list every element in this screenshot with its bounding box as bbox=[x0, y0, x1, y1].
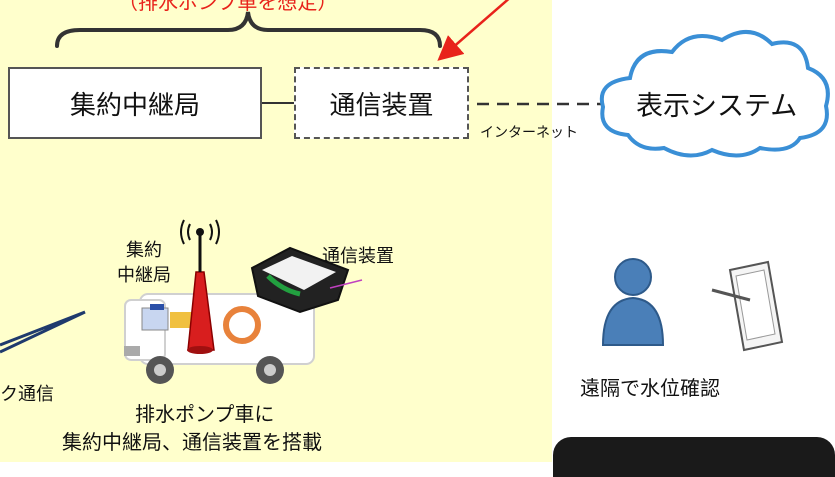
pump-truck-illustration bbox=[124, 219, 363, 384]
vehicle-comm-label: 通信装置 bbox=[322, 246, 394, 267]
remote-check-label: 遠隔で水位確認 bbox=[580, 376, 720, 400]
vehicle-caption-1: 排水ポンプ車に bbox=[135, 402, 275, 426]
grouping-brace bbox=[55, 11, 442, 48]
radio-comm-label: ク通信 bbox=[0, 384, 54, 405]
display-system-label: 表示システム bbox=[636, 91, 798, 122]
radio-link bbox=[0, 310, 86, 354]
vehicle-relay-label-2: 中継局 bbox=[117, 265, 171, 286]
box-connector bbox=[262, 102, 294, 104]
display-device bbox=[553, 437, 835, 477]
internet-label: インターネット bbox=[480, 125, 578, 141]
top-note: （排水ポンプ車を想定） bbox=[118, 0, 338, 14]
relay-station-label: 集約中継局 bbox=[69, 90, 200, 121]
tablet-icon bbox=[711, 260, 784, 352]
red-arrow bbox=[437, 0, 510, 61]
vehicle-caption-2: 集約中継局、通信装置を搭載 bbox=[62, 430, 322, 454]
vehicle-relay-label-1: 集約 bbox=[126, 240, 162, 261]
comm-device-box: 通信装置 bbox=[294, 67, 469, 139]
cloud-icon bbox=[599, 30, 830, 158]
comm-device-label: 通信装置 bbox=[329, 90, 434, 121]
person-icon bbox=[601, 258, 665, 346]
relay-station-box: 集約中継局 bbox=[8, 67, 262, 139]
internet-link bbox=[477, 102, 606, 106]
